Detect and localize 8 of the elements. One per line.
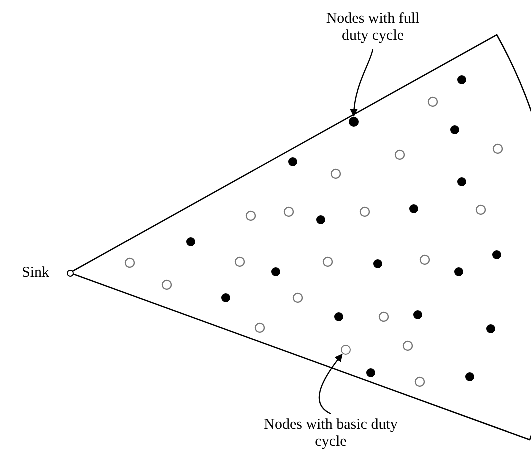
- callout-text: Nodes with basic duty cycle: [248, 417, 414, 451]
- sensor-node: [341, 345, 351, 355]
- leader-arrow: [318, 354, 343, 415]
- sink-node: [67, 270, 74, 277]
- sensor-node: [349, 117, 359, 127]
- node-label: Sink: [22, 265, 50, 282]
- callout-text: Nodes with full duty cycle: [317, 11, 429, 45]
- leader-arrow: [350, 48, 374, 117]
